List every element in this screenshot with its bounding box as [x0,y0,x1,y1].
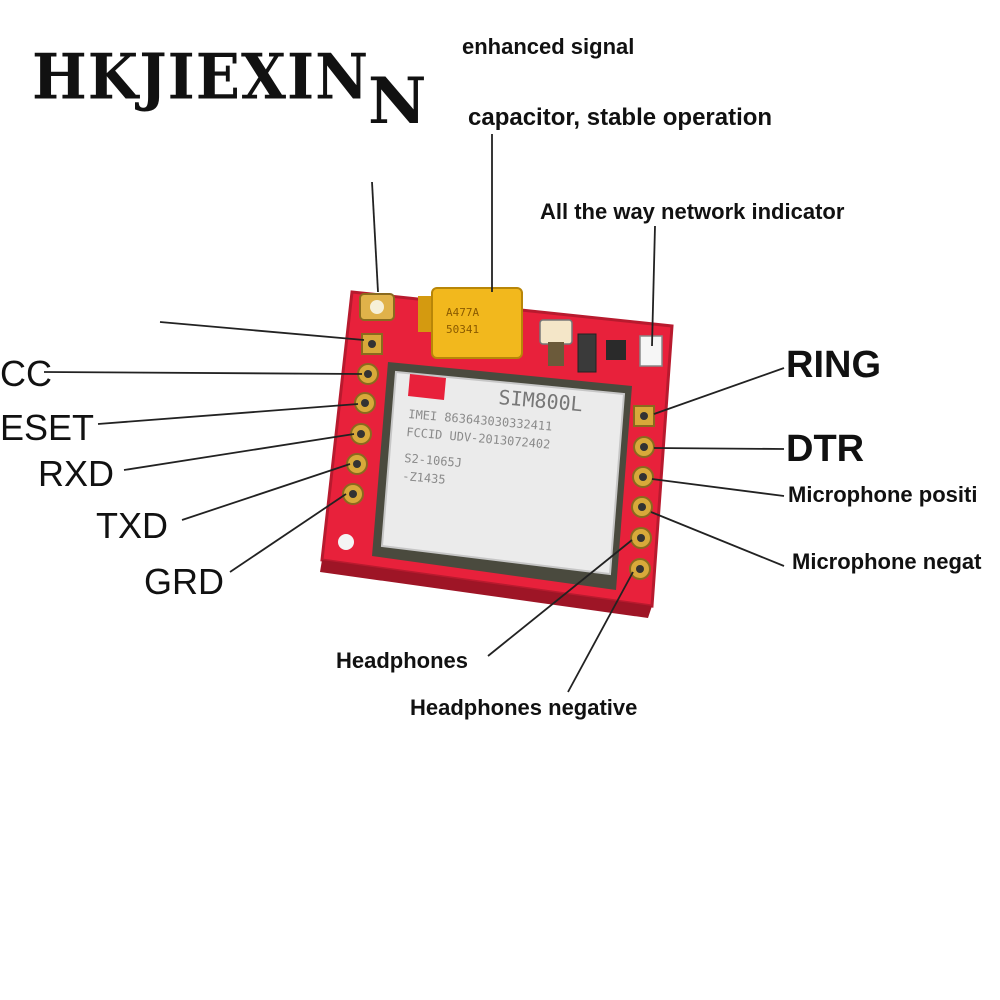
capacitor-marking-2: 50341 [446,323,479,336]
left-pin-header [338,333,383,550]
label-headphones: Headphones [336,648,469,673]
brand-watermark-fragment: N [368,64,427,139]
leader-txd [181,463,351,521]
leader-network [651,225,656,347]
label-txd: TXD [96,505,168,546]
smd-components [539,319,663,373]
label-capacitor: capacitor, stable operation [468,104,773,131]
sim800l-shield: SIM800L IMEI 863643030332411 FCCID UDV-2… [372,362,632,590]
label-network-indicator: All the way network indicator [540,199,845,224]
label-ring: RING [786,344,881,386]
leader-signal [371,181,379,293]
label-mic-negative: Microphone negat [792,549,982,574]
leader-rxd [123,433,355,471]
label-headphones-negative: Headphones negative [410,695,638,720]
leader-dtr [653,447,785,450]
leader-mic-pos [651,478,785,497]
leader-top-left [159,321,365,341]
leader-headphones-neg [567,571,634,693]
leader-grd [229,493,347,573]
leader-vcc [43,371,363,375]
brand-watermark: HKJIEXIN [26,46,376,109]
right-pin-header [629,405,655,580]
module-code-text: S2-1065J [404,451,463,470]
leader-ring [653,367,785,415]
label-rxd: RXD [38,453,115,494]
label-grd: GRD [144,561,224,602]
leader-reset [97,403,359,425]
label-reset: ESET [0,407,95,448]
module-date-text: -Z1435 [402,469,446,487]
label-mic-positive: Microphone positi [788,482,978,507]
leader-mic-neg [650,511,785,567]
capacitor-marking-1: A477A [446,306,479,319]
label-vcc: CC [0,353,52,394]
leader-lines [43,134,785,693]
label-dtr: DTR [786,428,865,470]
capacitor: A477A 50341 [418,287,523,359]
leader-headphones [487,539,633,657]
antenna-pad [359,293,395,321]
label-enhanced-signal: enhanced signal [462,34,635,59]
